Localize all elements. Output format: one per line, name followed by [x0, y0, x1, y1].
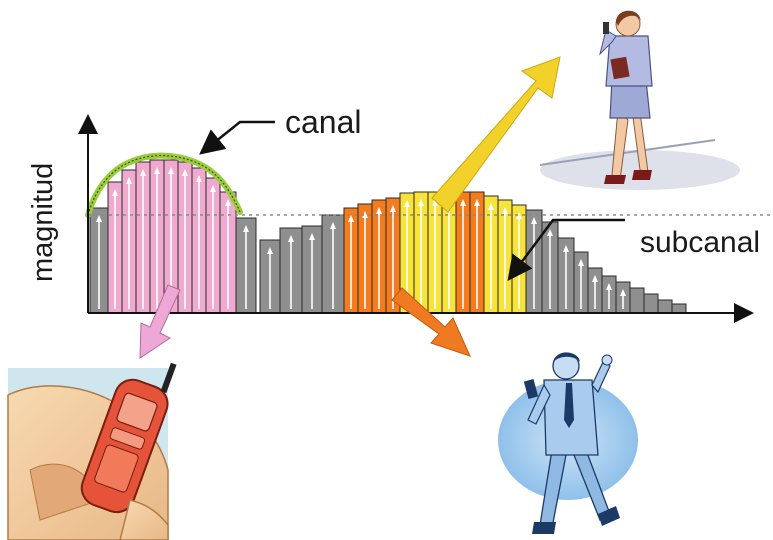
subcarrier-arrow-head — [96, 215, 102, 222]
subcarrier-arrow-head — [267, 247, 273, 254]
pink-arrow — [139, 284, 181, 359]
subcarrier-arrow-head — [516, 212, 522, 219]
subcarrier-arrow-head — [432, 199, 438, 206]
subcanal-pointer-arrow — [507, 218, 625, 282]
subcarrier-bar — [671, 303, 687, 314]
subcarrier-arrow-head — [620, 289, 626, 296]
orange-arrow — [391, 287, 471, 357]
subcarrier-arrow-head — [418, 199, 424, 206]
canal-label: canal — [285, 104, 362, 140]
subcarrier-arrow-head — [547, 229, 553, 236]
man-with-phone-icon — [498, 352, 638, 534]
subcarrier-arrow-head — [460, 199, 466, 206]
subcarrier-bar — [643, 293, 659, 314]
subcanal-label: subcanal — [640, 226, 760, 259]
subcarrier-arrow-head — [474, 199, 480, 206]
subcarrier-arrow-head — [488, 203, 494, 210]
subcarrier-arrow-head — [330, 222, 336, 229]
subcarrier-bar — [629, 287, 645, 314]
subcarrier-arrow-head — [288, 235, 294, 242]
subcarrier-arrow-head — [309, 233, 315, 240]
subcarrier-arrow-head — [210, 185, 216, 192]
subcarrier-arrow-head — [154, 167, 160, 174]
woman-on-phone-icon — [539, 10, 740, 190]
subcarrier-arrow-head — [578, 259, 584, 266]
subcarrier-arrow-head — [140, 169, 146, 176]
y-axis-label: magnitud — [27, 163, 59, 282]
subcarrier-arrow-head — [563, 245, 569, 252]
subcarrier-arrow-head — [112, 189, 118, 196]
mobile-phone-icon — [7, 362, 177, 540]
subcarrier-arrow-head — [606, 283, 612, 290]
subcarrier-arrow-head — [390, 205, 396, 212]
subcarrier-arrow-head — [502, 207, 508, 214]
yellow-arrow — [431, 56, 561, 213]
canal-pointer-arrow — [199, 120, 275, 155]
channel-envelope-curve-dash — [87, 154, 241, 216]
subcarrier-arrow-head — [225, 199, 231, 206]
subcarrier-arrow-head — [126, 177, 132, 184]
subcarrier-bar — [657, 299, 673, 314]
subcarrier-arrow-head — [404, 200, 410, 207]
subcarrier-arrow-head — [168, 167, 174, 174]
subcarrier-arrow-head — [196, 175, 202, 182]
subcarrier-arrow-head — [592, 275, 598, 282]
subcarrier-arrow-head — [376, 207, 382, 214]
subcarrier-arrow-head — [243, 225, 249, 232]
subcarrier-arrow-head — [362, 211, 368, 218]
subcarrier-arrow-head — [348, 215, 354, 222]
subcarrier-arrow-head — [531, 217, 537, 224]
subcarrier-arrow-head — [182, 169, 188, 176]
